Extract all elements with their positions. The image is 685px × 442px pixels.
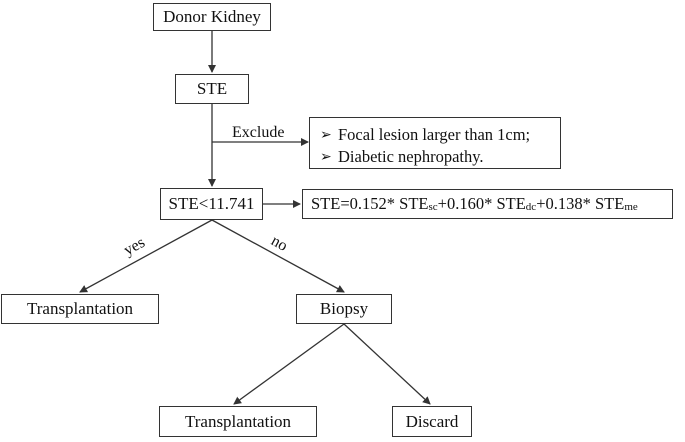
arrow-bullet-icon: ➢ xyxy=(320,127,332,143)
formula-part-3: +0.138* STE xyxy=(536,194,625,213)
threshold-label: STE<11.741 xyxy=(168,194,255,213)
arrow-biopsy-to-discard xyxy=(343,323,431,405)
arrow-biopsy-to-transplant xyxy=(233,323,345,405)
threshold-node: STE<11.741 xyxy=(160,188,263,220)
biopsy-node: Biopsy xyxy=(296,294,392,324)
arrow-bullet-icon: ➢ xyxy=(320,149,332,165)
formula-sub-me: me xyxy=(624,201,638,213)
exclusion-text-1: Focal lesion larger than 1cm; xyxy=(338,125,531,144)
exclusion-item: ➢ Focal lesion larger than 1cm; xyxy=(320,124,550,146)
ste-node: STE xyxy=(175,74,249,104)
discard-node: Discard xyxy=(392,406,472,437)
exclusion-item: ➢ Diabetic nephropathy. xyxy=(320,146,550,168)
transplantation-node-bottom: Transplantation xyxy=(159,406,317,437)
exclusion-text-2: Diabetic nephropathy. xyxy=(338,147,484,166)
arrow-yes xyxy=(79,219,213,293)
exclusion-criteria-box: ➢ Focal lesion larger than 1cm; ➢ Diabet… xyxy=(309,117,561,169)
discard-label: Discard xyxy=(405,411,459,431)
donor-kidney-node: Donor Kidney xyxy=(153,3,271,31)
transplantation-label-bottom: Transplantation xyxy=(184,411,292,431)
transplantation-label-left: Transplantation xyxy=(26,299,134,318)
donor-kidney-label: Donor Kidney xyxy=(163,7,261,26)
formula-sub-sc: sc xyxy=(428,201,438,213)
biopsy-label: Biopsy xyxy=(319,299,369,318)
arrow-no xyxy=(211,219,345,293)
ste-label: STE xyxy=(196,79,228,98)
exclude-label: Exclude xyxy=(232,124,285,141)
formula-part-2: +0.160* STE xyxy=(437,194,526,213)
formula-sub-dc: dc xyxy=(525,201,537,213)
transplantation-node-left: Transplantation xyxy=(1,294,159,324)
formula-part-1: STE=0.152* STE xyxy=(311,194,429,213)
